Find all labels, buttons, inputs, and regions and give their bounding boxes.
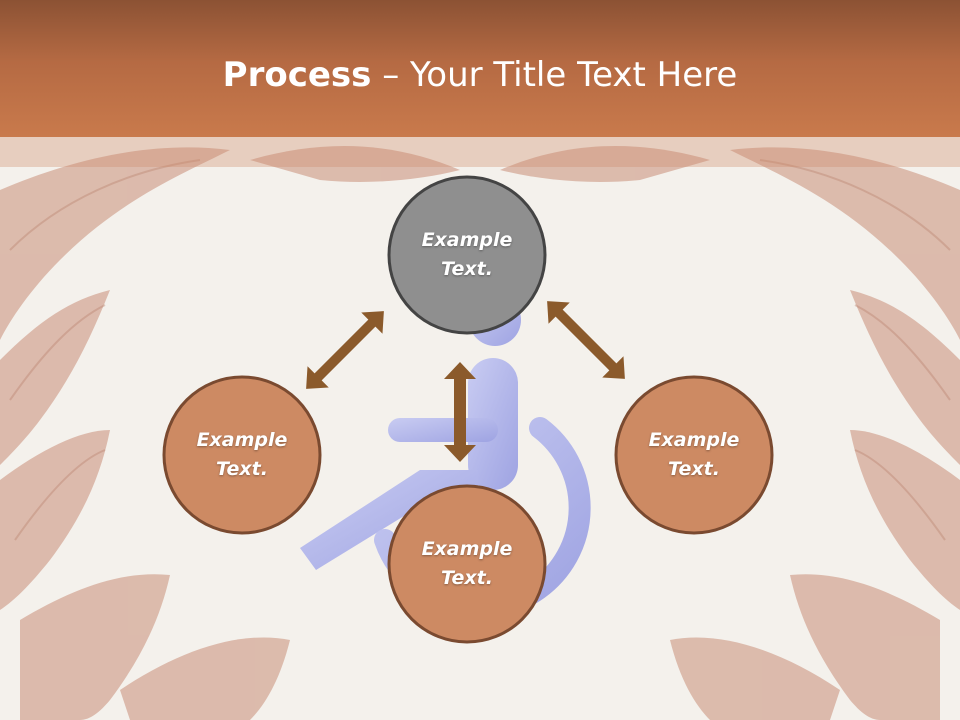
title-bold-part: Process <box>222 55 372 95</box>
double-arrow-icon <box>444 362 476 462</box>
node-bottom-line2: Text. <box>441 567 493 589</box>
node-bottom-label: Example Text. <box>392 535 542 593</box>
node-bottom-line1: Example <box>421 538 513 560</box>
node-top-line2: Text. <box>441 258 493 280</box>
node-top-label: Example Text. <box>392 226 542 284</box>
node-left-circle <box>162 375 322 535</box>
node-left-label: Example Text. <box>167 426 317 484</box>
slide-title: Process – Your Title Text Here <box>0 52 960 98</box>
header-shadow-band <box>0 137 960 167</box>
node-right-line1: Example <box>648 429 740 451</box>
node-right-label: Example Text. <box>619 426 769 484</box>
double-arrow-icon <box>547 301 625 379</box>
node-right-line2: Text. <box>668 458 720 480</box>
node-top-circle <box>387 175 547 335</box>
node-top-line1: Example <box>421 229 513 251</box>
title-rest: Your Title Text Here <box>410 55 738 95</box>
title-dash: – <box>371 55 411 95</box>
double-arrow-icon <box>306 311 384 389</box>
node-right-circle <box>614 375 774 535</box>
node-left-line2: Text. <box>216 458 268 480</box>
node-left-line1: Example <box>196 429 288 451</box>
title-header-bar <box>0 0 960 137</box>
node-bottom-circle <box>387 484 547 644</box>
